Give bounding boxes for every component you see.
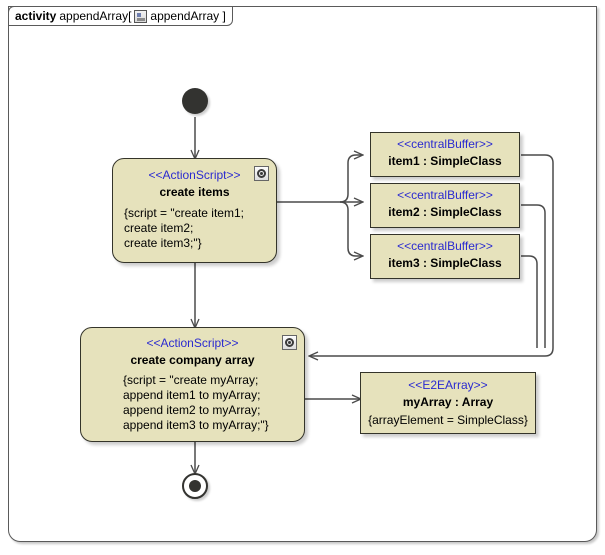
script-gear-icon bbox=[254, 166, 269, 181]
object-node-name: myArray : Array bbox=[402, 395, 494, 409]
action-body: {script = "create item1; create item2; c… bbox=[124, 206, 244, 250]
object-node-name: item3 : SimpleClass bbox=[388, 256, 502, 270]
activity-final-node[interactable] bbox=[182, 473, 208, 499]
frame-inner-name: appendArray ] bbox=[150, 9, 226, 23]
script-gear-icon bbox=[282, 335, 297, 350]
frame-title-tab[interactable]: activity appendArray[ appendArray ] bbox=[8, 6, 233, 26]
object-node-item2[interactable]: <<centralBuffer>> item2 : SimpleClass bbox=[370, 183, 520, 228]
frame-name: appendArray[ bbox=[59, 9, 132, 23]
stereotype-label: <<E2EArray>> bbox=[408, 378, 488, 392]
stereotype-label: <<ActionScript>> bbox=[146, 336, 239, 350]
initial-node[interactable] bbox=[182, 88, 208, 114]
stereotype-label: <<centralBuffer>> bbox=[397, 239, 493, 253]
frame-keyword: activity bbox=[15, 9, 57, 23]
object-node-item1[interactable]: <<centralBuffer>> item1 : SimpleClass bbox=[370, 132, 520, 177]
object-node-name: item1 : SimpleClass bbox=[388, 154, 502, 168]
action-create-company-array[interactable]: <<ActionScript>> create company array {s… bbox=[80, 327, 305, 442]
object-node-body: {arrayElement = SimpleClass} bbox=[368, 413, 528, 427]
action-create-items[interactable]: <<ActionScript>> create items {script = … bbox=[112, 158, 277, 263]
stereotype-label: <<centralBuffer>> bbox=[397, 137, 493, 151]
action-name: create company array bbox=[130, 353, 255, 367]
stereotype-label: <<centralBuffer>> bbox=[397, 188, 493, 202]
object-node-myarray[interactable]: <<E2EArray>> myArray : Array {arrayEleme… bbox=[360, 372, 536, 434]
object-node-item3[interactable]: <<centralBuffer>> item3 : SimpleClass bbox=[370, 234, 520, 279]
activity-diagram-icon bbox=[134, 9, 148, 23]
object-node-name: item2 : SimpleClass bbox=[388, 205, 502, 219]
action-name: create items bbox=[159, 185, 230, 199]
stereotype-label: <<ActionScript>> bbox=[148, 168, 241, 182]
frame-tab-mask bbox=[9, 25, 227, 27]
action-body: {script = "create myArray; append item1 … bbox=[123, 373, 269, 432]
